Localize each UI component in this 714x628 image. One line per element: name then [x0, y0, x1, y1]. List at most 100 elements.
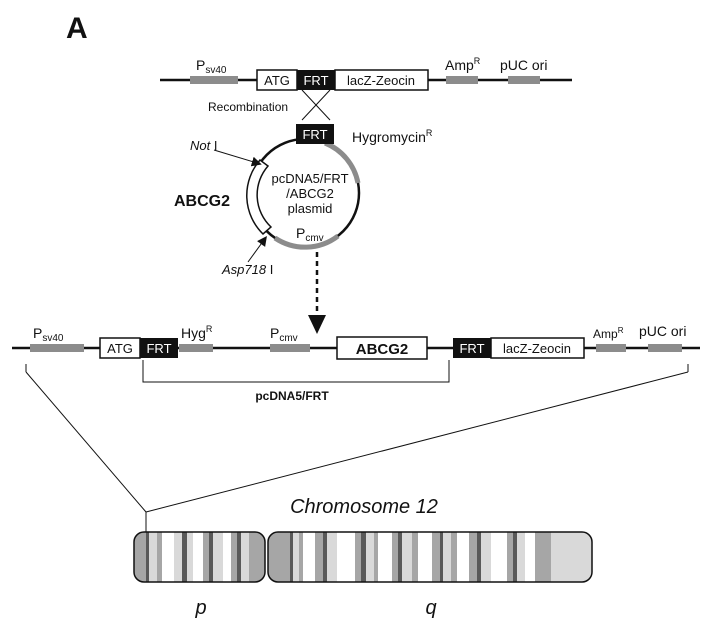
- top-lacz-label: lacZ-Zeocin: [347, 73, 415, 88]
- top-frt-label: FRT: [303, 73, 328, 88]
- q-band: [477, 532, 481, 582]
- recombination-label: Recombination: [208, 100, 288, 114]
- plasmid-name-line1: pcDNA5/FRT: [271, 171, 348, 186]
- q-band: [392, 532, 398, 582]
- p-arm-label: p: [194, 597, 206, 619]
- q-band: [507, 532, 513, 582]
- p-band: [203, 532, 209, 582]
- p-band: [134, 532, 146, 582]
- p-band: [231, 532, 237, 582]
- int-puc-segment: [648, 344, 682, 352]
- int-pcmv-segment: [270, 344, 310, 352]
- int-lacz-label: lacZ-Zeocin: [503, 341, 571, 356]
- q-band: [355, 532, 361, 582]
- plasmid-name-line3: plasmid: [288, 201, 333, 216]
- int-psv40-label: Psv40: [33, 325, 64, 344]
- q-arm-label: q: [425, 597, 436, 619]
- zoom-line-right: [145, 371, 689, 513]
- q-band: [535, 532, 551, 582]
- top-lacz-box: [334, 69, 429, 91]
- integrated-construct: Psv40 ATG FRT HygR Pcmv ABCG2 FRT lacZ-Z…: [12, 323, 700, 403]
- int-abcg2-label: ABCG2: [356, 341, 409, 358]
- p-band: [182, 532, 187, 582]
- p-band: [223, 532, 231, 582]
- q-band: [432, 532, 440, 582]
- chromosome: [133, 531, 593, 583]
- q-band: [323, 532, 327, 582]
- panel-label: A: [66, 12, 88, 45]
- top-atg-label: ATG: [264, 73, 290, 88]
- p-arm-outline: [133, 531, 266, 583]
- q-band: [315, 532, 323, 582]
- int-lacz-box: [490, 337, 585, 359]
- q-band: [443, 532, 451, 582]
- zoom-line-left: [25, 371, 147, 513]
- q-band: [513, 532, 517, 582]
- q-band: [398, 532, 402, 582]
- p-band: [209, 532, 213, 582]
- top-psv40-label: Psv40: [196, 57, 227, 76]
- top-amp-segment: [446, 76, 478, 84]
- hygromycin-arc: [323, 140, 361, 184]
- top-construct: Psv40 ATG FRT lacZ-Zeocin AmpR pUC ori: [160, 56, 572, 91]
- cross-line-2: [301, 89, 331, 121]
- abcg2-insert: [246, 158, 273, 236]
- q-band: [491, 532, 507, 582]
- top-puc-label: pUC ori: [500, 57, 547, 73]
- q-band: [337, 532, 355, 582]
- p-band: [149, 532, 157, 582]
- p-band: [237, 532, 241, 582]
- p-band: [187, 532, 193, 582]
- plasmid-pcmv-label: Pcmv: [296, 225, 324, 244]
- int-amp-segment: [596, 344, 626, 352]
- p-band: [213, 532, 223, 582]
- p-band: [146, 532, 149, 582]
- not-site-label: Not I: [190, 138, 217, 153]
- abcg2-plasmid-label: ABCG2: [174, 193, 230, 210]
- asp-site-label: Asp718 I: [221, 262, 273, 277]
- p-band: [157, 532, 162, 582]
- top-puc-segment: [508, 76, 540, 84]
- p-band: [193, 532, 203, 582]
- top-psv40-segment: [190, 76, 238, 84]
- hygromycin-label: HygromycinR: [352, 128, 433, 145]
- q-band: [517, 532, 525, 582]
- q-band: [303, 532, 315, 582]
- q-band: [402, 532, 412, 582]
- plasmid-frt-label: FRT: [302, 127, 327, 142]
- q-band: [290, 532, 293, 582]
- q-band: [374, 532, 378, 582]
- q-band: [525, 532, 535, 582]
- q-band: [268, 532, 290, 582]
- q-band: [361, 532, 366, 582]
- q-band: [451, 532, 457, 582]
- int-puc-label: pUC ori: [639, 323, 686, 339]
- q-band: [457, 532, 469, 582]
- q-band: [366, 532, 374, 582]
- q-band: [327, 532, 337, 582]
- top-amp-label: AmpR: [445, 56, 481, 73]
- pcmv-arc: [273, 233, 340, 250]
- p-band: [162, 532, 174, 582]
- asp-site-pointer: [247, 235, 267, 263]
- chromosome-title: Chromosome 12: [290, 496, 438, 518]
- int-frt1-label: FRT: [146, 341, 171, 356]
- q-band: [378, 532, 392, 582]
- int-hyg-label: HygR: [181, 324, 213, 341]
- int-psv40-segment: [30, 344, 84, 352]
- int-frt2-box: [453, 338, 491, 358]
- plasmid-frt-box: [296, 124, 334, 144]
- integration-arrowhead: [308, 315, 326, 334]
- int-abcg2-box: [336, 336, 428, 360]
- q-band: [469, 532, 477, 582]
- int-frt1-box: [140, 338, 178, 358]
- plasmid-name-line2: /ABCG2: [286, 186, 334, 201]
- plasmid: FRT HygromycinR ABCG2 Not I Asp718 I pcD…: [174, 124, 433, 277]
- int-pcmv-label: Pcmv: [270, 325, 298, 344]
- p-band: [174, 532, 182, 582]
- recombination-cross: Recombination: [208, 89, 331, 121]
- int-hyg-segment: [179, 344, 213, 352]
- q-band: [440, 532, 443, 582]
- q-band: [293, 532, 299, 582]
- q-band: [412, 532, 418, 582]
